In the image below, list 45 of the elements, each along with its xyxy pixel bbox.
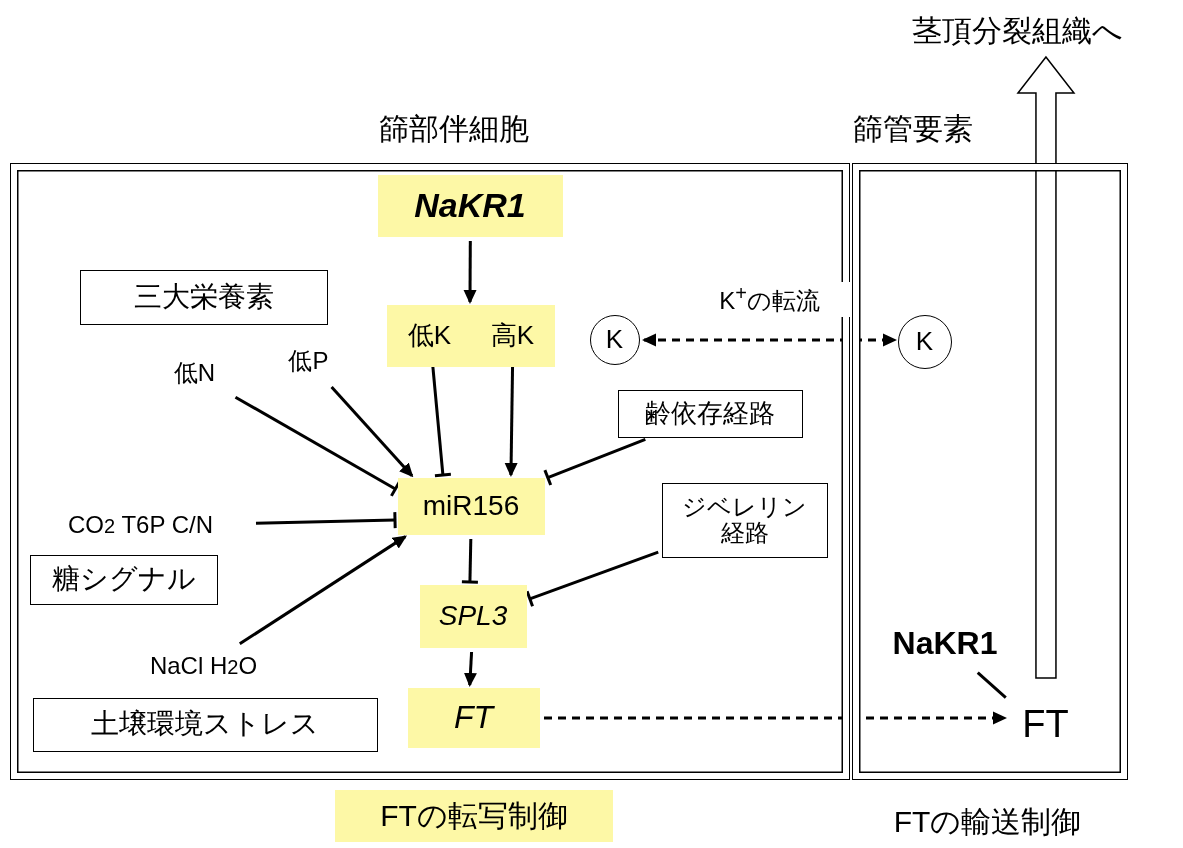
highlight-box <box>377 174 563 237</box>
term-text: FT <box>452 699 496 736</box>
label-text: 低P <box>271 339 346 384</box>
section-caption: FTの輸送制御 <box>892 804 1083 840</box>
label-text: 高K <box>473 311 552 360</box>
arrow <box>463 651 477 687</box>
term-text: 三大栄養素 <box>132 281 275 313</box>
term-text: 齢依存経路 <box>644 399 776 428</box>
section-caption: FTの転写制御 <box>335 790 613 842</box>
label-text: NaKR1 <box>867 617 1023 670</box>
inhibition-line <box>525 550 659 608</box>
highlight-box <box>397 477 545 535</box>
inhibition-line <box>234 395 401 498</box>
term-box <box>617 389 803 438</box>
arrow <box>463 241 477 304</box>
label-text: 低N <box>157 351 232 396</box>
term-box <box>79 269 328 325</box>
term-text: ジベレリン経路 <box>681 493 808 547</box>
arrow <box>642 333 897 347</box>
ion-label: K <box>914 327 935 356</box>
block-arrow <box>1016 55 1076 679</box>
term-text: NaKR1 <box>413 186 527 225</box>
cell-heading: 篩管要素 <box>853 112 973 145</box>
arrow <box>238 535 407 646</box>
arrow <box>544 711 1007 725</box>
inhibition-line <box>460 538 480 584</box>
cell-heading: 篩部伴細胞 <box>379 112 529 145</box>
highlight-box <box>419 584 527 648</box>
term-text: 土壌環境ストレス <box>90 709 320 740</box>
inhibition-line <box>255 510 397 530</box>
inhibition-line <box>543 438 646 487</box>
label-text: FT <box>1007 697 1084 752</box>
label-text: 茎頂分裂組織へ <box>905 6 1130 54</box>
term-text: SPL3 <box>437 600 509 632</box>
term-text: miR156 <box>421 490 521 522</box>
term-box <box>661 482 828 558</box>
ion-label: K <box>604 325 625 354</box>
highlight-box <box>407 687 540 748</box>
term-box <box>32 697 378 752</box>
connector-line <box>976 671 1007 699</box>
arrow <box>330 385 414 478</box>
term-text: 糖シグナル <box>50 564 197 595</box>
highlight-box <box>386 304 555 367</box>
label-text: 低K <box>389 311 470 360</box>
term-box <box>29 554 218 605</box>
